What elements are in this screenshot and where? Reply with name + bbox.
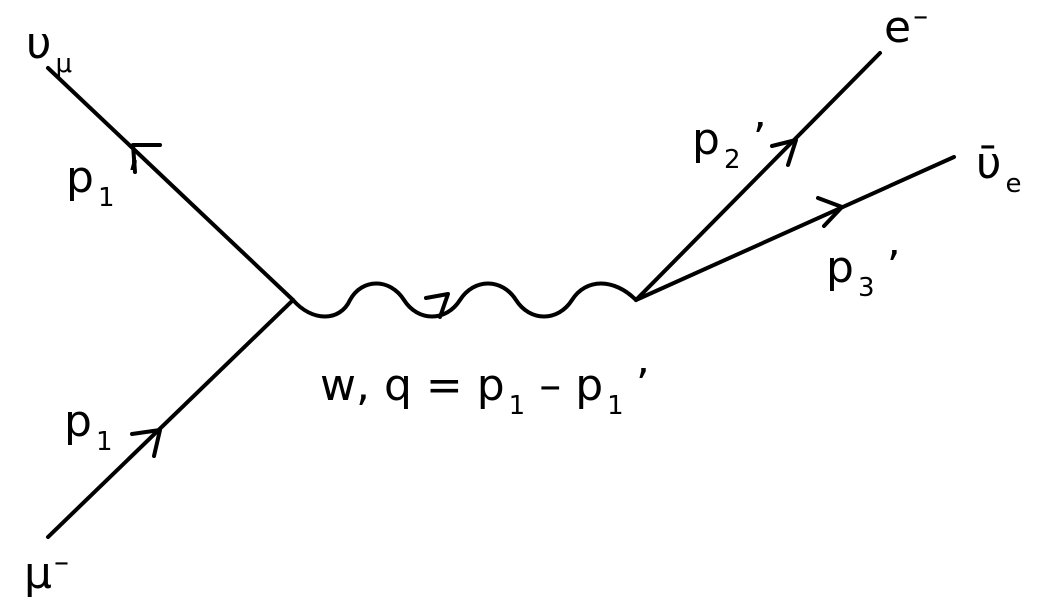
p1-prime-symbol: p	[66, 152, 94, 203]
electron-label: e–	[884, 2, 928, 50]
p3-prime-symbol: p	[826, 242, 854, 293]
p1-symbol: p	[64, 396, 92, 447]
electron-symbol: e	[884, 2, 912, 53]
muon-label: μ–	[24, 548, 69, 596]
w-boson-sub2: 1	[607, 391, 624, 421]
p3-prime-subscript: 3	[857, 273, 875, 303]
w-boson-prefix: w, q = p	[320, 360, 505, 411]
w-boson-propagator	[291, 281, 638, 319]
p1-prime-mark: ’	[126, 152, 141, 203]
electron-charge: –	[913, 0, 929, 34]
p1-prime-subscript: 1	[97, 183, 115, 213]
muon-neutrino-symbol: υ	[26, 18, 52, 69]
muon-incoming-line	[46, 298, 295, 539]
electron-antineutrino-subscript: e	[1005, 169, 1022, 199]
numu-outgoing-line	[46, 66, 295, 302]
electron-outgoing-line	[634, 51, 882, 302]
muon-momentum-arrow	[130, 428, 162, 458]
p1-subscript: 1	[95, 427, 113, 457]
p2-prime-subscript: 2	[723, 145, 741, 175]
electron-momentum-arrow	[770, 138, 798, 167]
muon-symbol: μ	[24, 548, 52, 599]
p2-prime-mark: ’	[752, 114, 767, 165]
electron-antineutrino-symbol: ῡ	[976, 138, 1002, 189]
nuebar-momentum-arrow	[816, 196, 844, 228]
w-boson-prime: ’	[635, 360, 650, 411]
w-boson-arrow	[424, 292, 450, 319]
w-boson-middle: – p	[525, 360, 604, 411]
p2-prime-symbol: p	[692, 114, 720, 165]
numu-momentum-arrow	[131, 143, 162, 174]
muon-charge: –	[54, 545, 69, 580]
p3-prime-mark: ’	[886, 242, 901, 293]
w-boson-sub1: 1	[508, 391, 526, 421]
nuebar-outgoing-line	[634, 155, 956, 302]
muon-neutrino-subscript: μ	[55, 49, 73, 79]
